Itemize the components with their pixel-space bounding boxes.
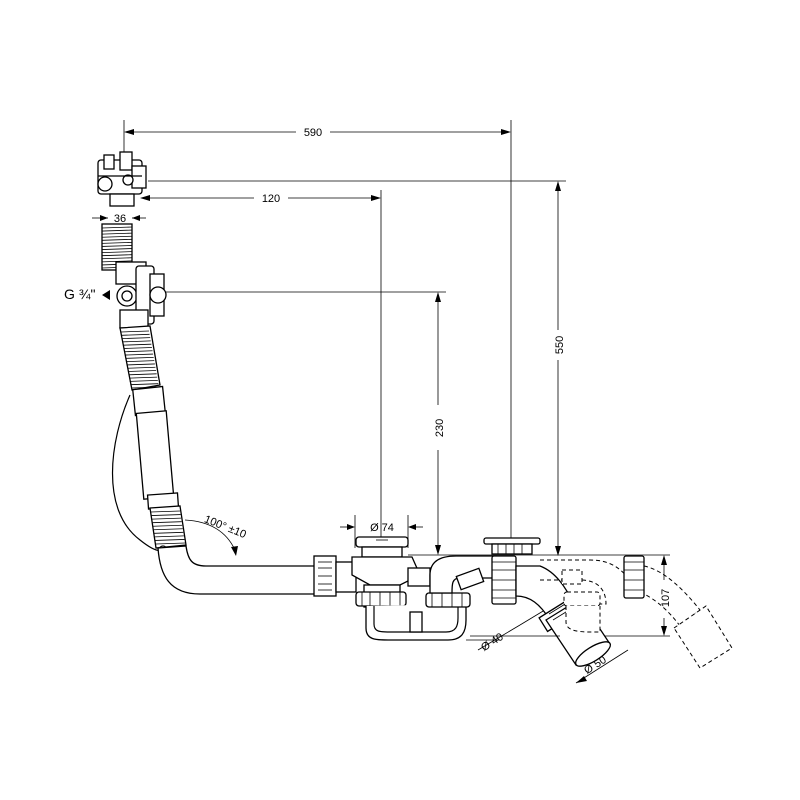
hose-rib: [152, 517, 182, 520]
hose-rib: [154, 535, 184, 538]
hose-rib: [126, 360, 155, 363]
hose-rib: [126, 363, 155, 366]
hose-rib: [101, 232, 133, 235]
dim-590: 590: [304, 127, 322, 139]
overflow-head: [97, 151, 147, 207]
hose-rib: [154, 531, 184, 534]
hose-rib: [125, 353, 154, 356]
waste-valve-body: [351, 536, 471, 641]
dimension-labels: 590 120 36 550 230 Ø 74 100° ±10 107 Ø 4…: [64, 127, 672, 677]
connection-pipe: [157, 545, 357, 597]
hose-rib: [152, 521, 182, 524]
hose-rib: [128, 373, 157, 376]
hose-rib: [101, 241, 133, 244]
hose-rib: [101, 245, 133, 247]
hose-rib: [120, 330, 150, 333]
hose-rib: [101, 235, 133, 238]
hose-rib: [101, 238, 133, 241]
hose-rib: [123, 347, 152, 349]
hose-rib: [153, 524, 183, 527]
thread-connection: [102, 265, 167, 329]
dim-hose-length: 100° ±10: [202, 513, 247, 541]
hose-rib: [155, 542, 186, 545]
dim-230: 230: [434, 419, 446, 437]
hose-rib: [101, 260, 133, 263]
hose-rib: [122, 337, 151, 339]
hose-rib: [130, 383, 159, 386]
dim-107: 107: [660, 589, 672, 607]
hose-rib: [129, 376, 158, 379]
hose-rib: [127, 366, 156, 369]
hose-rib: [129, 380, 158, 382]
axis-marks: [376, 539, 560, 637]
hose-rib: [101, 257, 133, 260]
hose-rib: [101, 226, 133, 229]
hose-rib: [125, 356, 154, 359]
hose-rib: [101, 229, 133, 232]
dim-diameter-40: Ø 40: [479, 631, 506, 654]
hose-rib: [101, 248, 133, 250]
dim-550: 550: [554, 336, 566, 354]
hose-rib: [122, 340, 151, 343]
hose-rib: [123, 343, 152, 346]
hose-rib: [153, 528, 183, 531]
hose-rib: [124, 350, 153, 353]
alternative-outlet-dashed: [540, 555, 733, 669]
hose-rib: [101, 254, 133, 257]
hose-rib: [121, 333, 150, 336]
dim-36: 36: [114, 213, 126, 225]
lower-flex-hose: [111, 325, 187, 555]
hose-rib: [151, 514, 181, 516]
dim-120: 120: [262, 193, 280, 205]
hose-rib: [150, 510, 181, 513]
thread-label: G ¾": [64, 286, 95, 302]
dim-diameter-74: Ø 74: [370, 522, 394, 534]
hose-rib: [128, 370, 157, 372]
hose-rib: [101, 251, 133, 254]
hose-rib: [155, 539, 185, 541]
